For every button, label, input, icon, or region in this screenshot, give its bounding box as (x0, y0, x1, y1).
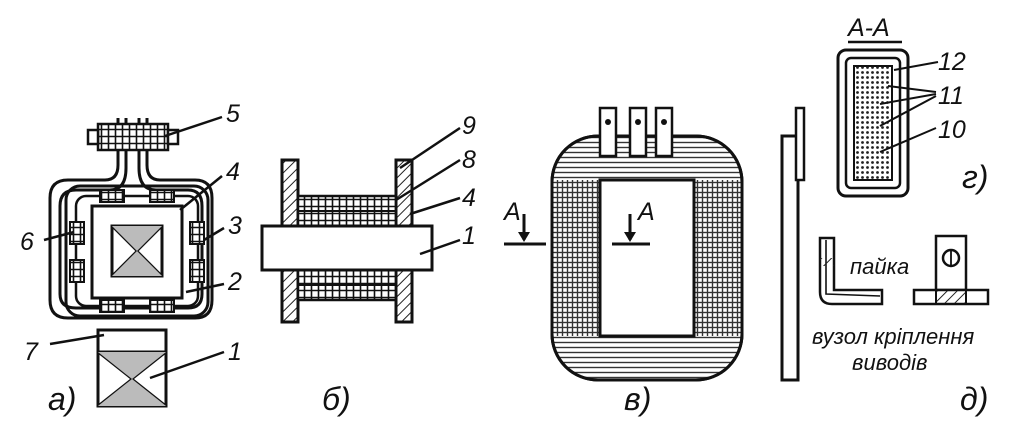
solder-label: пайка (850, 254, 909, 279)
part-label-b: б) (322, 381, 351, 417)
callout-g-11: 11 (938, 82, 964, 110)
callout-b-8: 8 (462, 146, 476, 174)
section-mark-right: A (636, 198, 655, 226)
node-label-line1: вузол кріплення (812, 324, 974, 349)
lead-strip (780, 134, 800, 382)
section-title: A-A (846, 14, 890, 42)
view-d: пайка вузол кріплення виводів д) (780, 106, 990, 417)
part-label-v: в) (624, 381, 651, 417)
callout-b-4: 4 (462, 184, 476, 212)
callout-a-3: 3 (228, 212, 242, 240)
part-label-g: г) (962, 159, 988, 195)
callout-a-6: 6 (20, 228, 34, 256)
lead-tab-3 (654, 106, 674, 158)
core-window (598, 178, 696, 338)
callout-a-1: 1 (228, 338, 242, 366)
callout-g-12: 12 (938, 48, 966, 76)
part-label-d: д) (960, 381, 988, 417)
lead-tab-1 (598, 106, 618, 158)
node-label-line2: виводів (852, 350, 928, 375)
core-rod (260, 224, 434, 272)
view-v: A A в) (502, 106, 744, 417)
callout-b-9: 9 (462, 112, 476, 140)
section-mark-left: A (502, 198, 521, 226)
callout-a-7: 7 (24, 338, 39, 366)
winding-outer (64, 184, 210, 318)
view-a: 5 4 6 3 2 7 1 а) (20, 100, 242, 417)
terminal-block (96, 122, 170, 152)
callout-a-2: 2 (227, 268, 242, 296)
lead-tab-2 (628, 106, 648, 158)
callout-b-1: 1 (462, 222, 476, 250)
callout-g-10: 10 (938, 116, 966, 144)
view-g: A-A 12 11 10 г) (836, 14, 988, 198)
callout-a-4: 4 (226, 158, 240, 186)
callout-a-5: 5 (226, 100, 240, 128)
part-label-a: а) (48, 381, 76, 417)
view-b: 9 8 4 1 б) (260, 112, 476, 417)
